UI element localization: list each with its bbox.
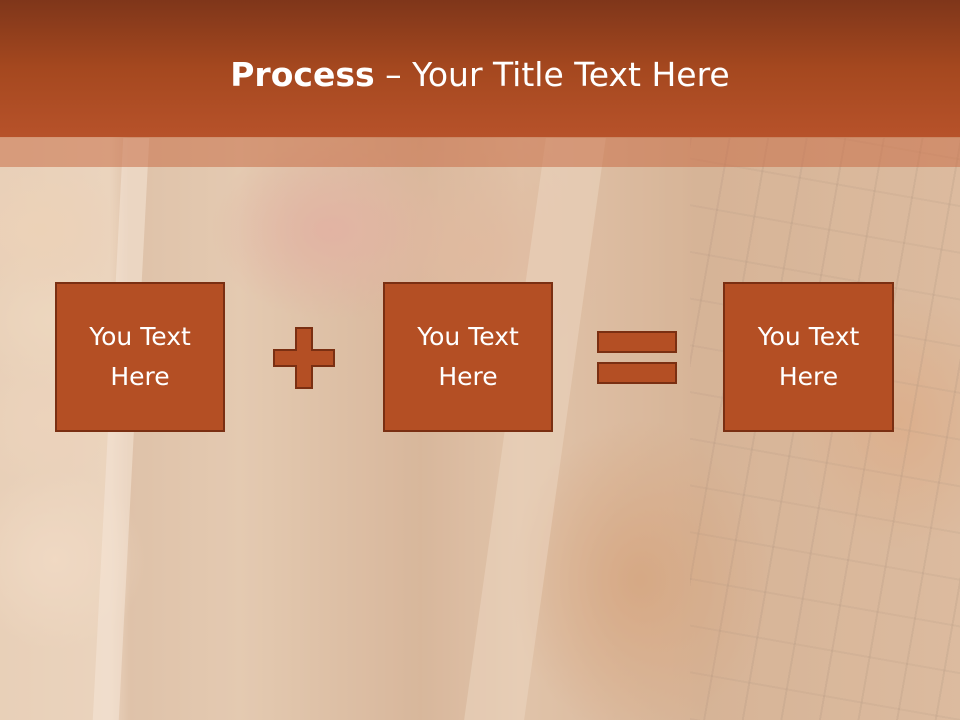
process-box-3[interactable]: You Text Here <box>723 282 894 432</box>
title-bar <box>0 0 960 137</box>
slide-title: Process – Your Title Text Here <box>0 52 960 98</box>
plus-icon <box>273 327 335 389</box>
process-box-3-text: You Text Here <box>757 322 860 391</box>
process-box-1-text: You Text Here <box>89 322 191 391</box>
slide-title-bold: Process <box>230 55 375 94</box>
title-bar-fade <box>0 137 960 167</box>
process-box-2[interactable]: You Text Here <box>383 282 553 432</box>
slide-title-rest: – Your Title Text Here <box>374 55 730 94</box>
process-box-2-text: You Text Here <box>417 322 519 391</box>
equals-icon <box>597 331 677 384</box>
process-box-1[interactable]: You Text Here <box>55 282 225 432</box>
